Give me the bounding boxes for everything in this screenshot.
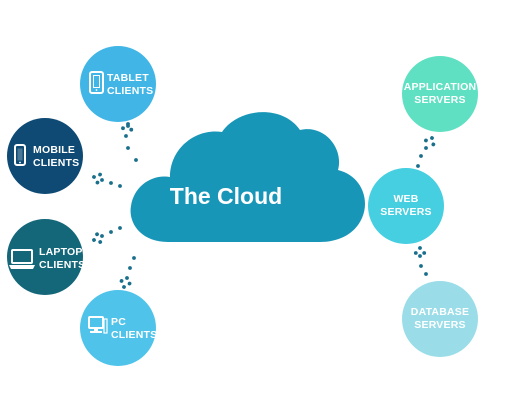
connector-dot <box>126 146 130 150</box>
tablet-clients-label-line1: TABLET <box>107 72 149 84</box>
database-servers-label-line1: DATABASE <box>411 306 469 318</box>
server-node-database: DATABASE SERVERS <box>402 281 478 357</box>
connector-dot <box>419 154 423 158</box>
the-cloud-node: The Cloud <box>130 112 365 242</box>
arrowhead-icon <box>90 170 103 185</box>
connector-dot <box>132 256 136 260</box>
arrow-cloud-to-tablet <box>120 121 138 162</box>
arrowhead-icon <box>117 278 132 291</box>
pc-clients-label-line1: PC <box>111 316 126 328</box>
connector-dot <box>118 184 122 188</box>
laptop-clients-label-line2: CLIENTS <box>39 259 85 271</box>
tablet-clients-circle <box>80 46 156 122</box>
arrow-cloud-to-mobile <box>90 170 122 188</box>
client-node-tablet: TABLET CLIENTS <box>80 46 156 122</box>
web-servers-circle <box>368 168 444 244</box>
laptop-clients-circle <box>7 219 83 295</box>
mobile-clients-label-line2: CLIENTS <box>33 157 79 169</box>
web-servers-label-line2: SERVERS <box>380 206 431 218</box>
tablet-icon <box>89 71 104 94</box>
connector-dot <box>100 234 104 238</box>
pc-clients-label-line2: CLIENTS <box>111 329 157 341</box>
server-node-application: APPLICATION SERVERS <box>402 56 478 132</box>
client-node-mobile: MOBILE CLIENTS <box>7 118 83 194</box>
database-servers-label-line2: SERVERS <box>414 319 465 331</box>
arrowhead-icon <box>413 246 427 255</box>
mobile-clients-label-line1: MOBILE <box>33 144 75 156</box>
connector-dot <box>100 178 104 182</box>
arrow-cloud-to-pc <box>117 256 136 291</box>
pc-icon <box>88 316 108 334</box>
server-node-web: WEB SERVERS <box>368 168 444 244</box>
client-node-pc: PC CLIENTS <box>80 290 157 366</box>
connector-dot <box>424 146 428 150</box>
cloud-label: The Cloud <box>170 183 282 209</box>
mobile-phone-icon <box>14 144 26 166</box>
connector-dot <box>424 272 428 276</box>
application-servers-circle <box>402 56 478 132</box>
arrowhead-icon <box>89 231 103 247</box>
application-servers-label-line2: SERVERS <box>414 94 465 106</box>
web-servers-label-line1: WEB <box>393 193 418 205</box>
laptop-icon <box>9 249 35 269</box>
client-node-laptop: LAPTOP CLIENTS <box>7 219 85 295</box>
connector-dot <box>419 264 423 268</box>
pc-clients-circle <box>80 290 156 366</box>
connector-dot <box>124 134 128 138</box>
laptop-clients-label-line1: LAPTOP <box>39 246 83 258</box>
tablet-clients-label-line2: CLIENTS <box>107 85 153 97</box>
arrow-cloud-to-laptop <box>89 226 122 247</box>
connector-dot <box>109 181 113 185</box>
arrow-database-to-web <box>413 246 428 276</box>
connector-dot <box>109 230 113 234</box>
arrowhead-icon <box>423 133 439 147</box>
arrow-web-to-application <box>416 133 439 168</box>
application-servers-label-line1: APPLICATION <box>404 81 477 93</box>
connector-dot <box>416 164 420 168</box>
mobile-clients-circle <box>7 118 83 194</box>
connector-dot <box>125 276 129 280</box>
connector-dot <box>418 254 422 258</box>
cloud-shape <box>130 112 365 242</box>
database-servers-circle <box>402 281 478 357</box>
connector-dot <box>128 266 132 270</box>
connector-dot <box>134 158 138 162</box>
connector-dot <box>118 226 122 230</box>
